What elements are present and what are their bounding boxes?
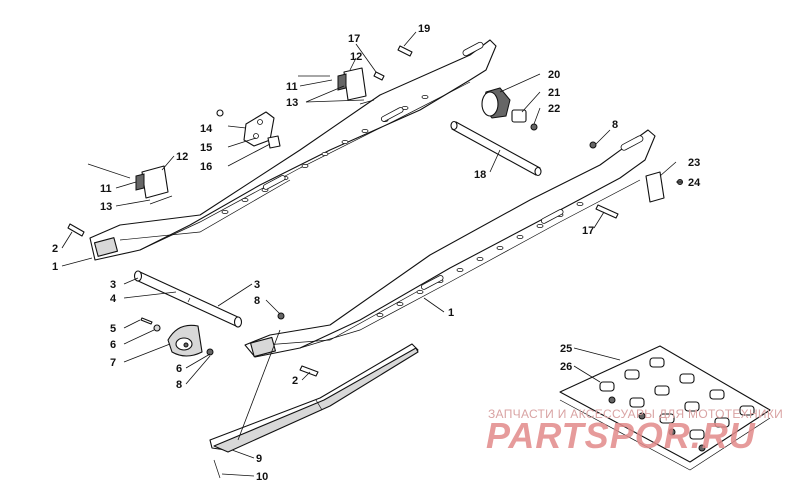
front-shaft bbox=[133, 270, 243, 328]
upper-slide-rail bbox=[89, 39, 497, 261]
callout-13: 13 bbox=[286, 97, 298, 109]
track-section bbox=[559, 345, 771, 471]
watermark-tagline: ЗАПЧАСТИ И АКСЕССУАРЫ ДЛЯ МОТОТЕХНИКИ bbox=[488, 407, 783, 421]
mount-plate bbox=[216, 109, 281, 149]
callout-19: 19 bbox=[418, 23, 430, 35]
track-lugs bbox=[599, 357, 755, 452]
callout-1: 1 bbox=[448, 307, 454, 319]
callout-18: 18 bbox=[474, 169, 486, 181]
watermark: ЗАПЧАСТИ И АКСЕССУАРЫ ДЛЯ МОТОТЕХНИКИ PA… bbox=[486, 407, 783, 456]
callout-16: 16 bbox=[200, 161, 212, 173]
callout-26: 26 bbox=[560, 361, 572, 373]
callout-17: 17 bbox=[348, 33, 360, 45]
callout-8: 8 bbox=[612, 119, 618, 131]
callout-3: 3 bbox=[110, 279, 116, 291]
callout-8: 8 bbox=[254, 295, 260, 307]
callout-14: 14 bbox=[200, 123, 213, 135]
callout-10: 10 bbox=[256, 471, 268, 483]
callout-3: 3 bbox=[254, 279, 260, 291]
cross-shaft bbox=[450, 120, 542, 177]
front-wheel-assembly bbox=[140, 317, 214, 357]
callout-15: 15 bbox=[200, 142, 212, 154]
watermark-logo-text: PARTSPOR.RU bbox=[486, 415, 756, 456]
bolts bbox=[67, 45, 619, 479]
callout-20: 20 bbox=[548, 69, 560, 81]
callout-24: 24 bbox=[688, 177, 701, 189]
callout-11: 11 bbox=[286, 81, 298, 93]
rail-holes-upper bbox=[221, 95, 429, 214]
callout-1: 1 bbox=[52, 261, 58, 273]
callout-8: 8 bbox=[176, 379, 182, 391]
lower-slide-rail bbox=[244, 129, 656, 358]
rail-holes-lower bbox=[376, 201, 584, 317]
idler-wheel-assembly bbox=[481, 87, 538, 131]
bumper-assembly-front bbox=[87, 163, 173, 205]
callout-23: 23 bbox=[688, 157, 700, 169]
wear-strip bbox=[209, 343, 419, 453]
callout-2: 2 bbox=[292, 375, 298, 387]
callout-5: 5 bbox=[110, 323, 116, 335]
callout-13: 13 bbox=[100, 201, 112, 213]
callout-7: 7 bbox=[110, 357, 116, 369]
callout-11: 11 bbox=[100, 183, 112, 195]
rear-bracket bbox=[645, 171, 683, 203]
callout-6: 6 bbox=[176, 363, 182, 375]
leader-lines bbox=[61, 31, 682, 477]
callout-12: 12 bbox=[350, 51, 362, 63]
bumper-assembly-rear bbox=[298, 67, 375, 105]
callout-9: 9 bbox=[256, 453, 262, 465]
callout-22: 22 bbox=[548, 103, 560, 115]
callout-2: 2 bbox=[52, 243, 58, 255]
callout-6: 6 bbox=[110, 339, 116, 351]
callout-labels: 19 17 12 11 13 20 21 22 14 15 16 12 11 1… bbox=[52, 23, 701, 483]
callout-25: 25 bbox=[560, 343, 572, 355]
callout-21: 21 bbox=[548, 87, 560, 99]
callout-4: 4 bbox=[110, 293, 117, 305]
callout-12: 12 bbox=[176, 151, 188, 163]
callout-17: 17 bbox=[582, 225, 594, 237]
